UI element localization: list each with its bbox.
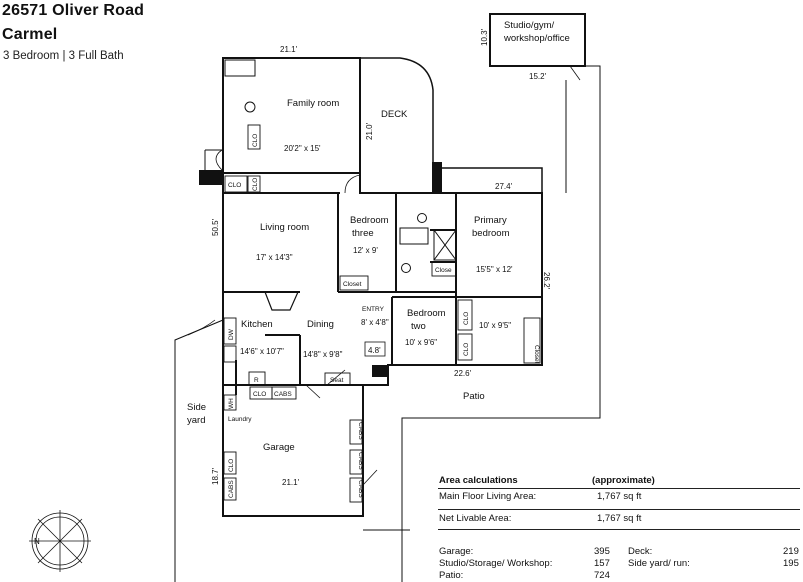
area-divider-2: [438, 509, 800, 510]
dim-studio-width: 15.2': [529, 72, 547, 81]
main-floor-label: Main Floor Living Area:: [439, 491, 537, 502]
bedroom-two-label-1: Bedroom: [407, 308, 446, 319]
clo-label-4: CLO: [463, 312, 470, 325]
deck-outline: [360, 57, 543, 193]
deck-area-label: Deck:: [628, 546, 653, 557]
refrigerator-label: R: [254, 377, 259, 384]
compass-north-label: N: [34, 537, 40, 546]
dim-right-height: 26.2': [542, 272, 551, 290]
cabs-label-2: CABS: [357, 422, 364, 440]
clo-label-3: CLO: [252, 178, 259, 191]
dim-studio-height: 10.3': [480, 28, 489, 46]
dim-left-height: 50.5': [211, 218, 220, 236]
close-label: Close: [435, 267, 452, 274]
toilet-icon-2: [417, 213, 427, 223]
sideyard-area-label: Side yard/ run:: [628, 558, 690, 569]
cabs-label-4: CABS: [357, 480, 364, 498]
main-floor-value: 1,767 sq ft: [597, 491, 642, 502]
side-yard-label-2: yard: [187, 415, 205, 426]
fireplace-icon: [264, 291, 299, 311]
clo-label-7: CLO: [228, 459, 235, 472]
sideyard-area-value: 195: [783, 558, 799, 569]
closet-label-2: Closet: [533, 345, 540, 364]
garage-size: 21.1': [282, 478, 300, 487]
patio-area-value: 724: [594, 570, 610, 581]
patio-area-label: Patio:: [439, 570, 464, 581]
primary-bedroom-size: 15'5" x 12': [476, 265, 513, 274]
bedroom-three-size: 12' x 9': [353, 246, 378, 255]
storage-area-label: Studio/Storage/ Workshop:: [439, 558, 553, 569]
garage-label: Garage: [263, 442, 295, 453]
primary-bedroom-label-1: Primary: [474, 215, 507, 226]
entry-size: 8' x 4'8": [361, 318, 389, 327]
side-yard-label-1: Side: [187, 402, 206, 413]
area-divider-3: [438, 529, 800, 530]
family-room-label: Family room: [287, 98, 339, 109]
garage-area-label: Garage:: [439, 546, 474, 557]
toilet-icon-3: [401, 263, 411, 273]
address-line-1: 26571 Oliver Road: [2, 2, 145, 19]
area-approx: (approximate): [592, 475, 655, 486]
dim-bedroom-width: 27.4': [495, 182, 513, 191]
bedroom-three-label-2: three: [352, 228, 374, 239]
kitchen-label: Kitchen: [241, 319, 273, 330]
storage-area-value: 157: [594, 558, 610, 569]
bedroom-two-label-2: two: [411, 321, 426, 332]
dim-top-width: 21.1': [280, 45, 298, 54]
wh-label: WH: [228, 398, 235, 409]
dim-patio-width: 22.6': [454, 369, 472, 378]
net-value: 1,767 sq ft: [597, 513, 642, 524]
studio-label-1: Studio/gym/: [504, 20, 555, 31]
deck-label: DECK: [381, 109, 408, 120]
clo-label-6: CLO: [253, 391, 266, 398]
cabs-label-5: CABS: [228, 480, 235, 498]
cabs-label-3: CABS: [357, 452, 364, 470]
studio-outline: [489, 13, 586, 67]
kitchen-size: 14'6" x 10'7": [240, 347, 284, 356]
laundry-label: Laundry: [228, 416, 252, 423]
deck-area-value: 219: [783, 546, 799, 557]
dim-garage-height: 18.7': [211, 467, 220, 485]
bathtub-icon: [224, 59, 256, 77]
side-yard-line: [174, 319, 224, 582]
bedroom-three-label-1: Bedroom: [350, 215, 389, 226]
dining-size: 14'8" x 9'8": [303, 350, 343, 359]
address-line-2: Carmel: [2, 26, 58, 43]
property-line: [401, 65, 601, 582]
patio-label: Patio: [463, 391, 485, 402]
studio-label-2: workshop/office: [503, 33, 570, 44]
net-label: Net Livable Area:: [439, 513, 512, 524]
bedroom-two-size: 10' x 9'6": [405, 338, 437, 347]
living-room-label: Living room: [260, 222, 309, 233]
bathtub-icon-2: [399, 227, 429, 245]
living-room-size: 17' x 14'3": [256, 253, 293, 262]
home-summary: 3 Bedroom | 3 Full Bath: [3, 50, 124, 62]
clo-label-5: CLO: [463, 343, 470, 356]
compass-icon: [29, 510, 91, 572]
entry-label: ENTRY: [362, 306, 385, 313]
shower-icon: [433, 229, 457, 261]
dim-entry-width: 4.8': [368, 346, 381, 355]
garage-area-value: 395: [594, 546, 610, 557]
area-heading: Area calculations: [439, 475, 518, 486]
bedroom-two-alt-size: 10' x 9'5": [479, 321, 511, 330]
dw-label: DW: [228, 328, 235, 340]
clo-label-1: CLO: [252, 134, 259, 147]
dining-label: Dining: [307, 319, 334, 330]
dim-deck-height: 21.0': [365, 122, 374, 140]
seat-label: Seat: [330, 377, 344, 384]
toilet-icon: [244, 101, 256, 113]
area-divider-1: [438, 488, 800, 489]
closet-label-1: Closet: [343, 281, 362, 288]
cabs-label-1: CABS: [274, 391, 292, 398]
primary-bedroom-label-2: bedroom: [472, 228, 510, 239]
clo-label-2: CLO: [228, 182, 241, 189]
family-room-size: 20'2" x 15': [284, 144, 321, 153]
